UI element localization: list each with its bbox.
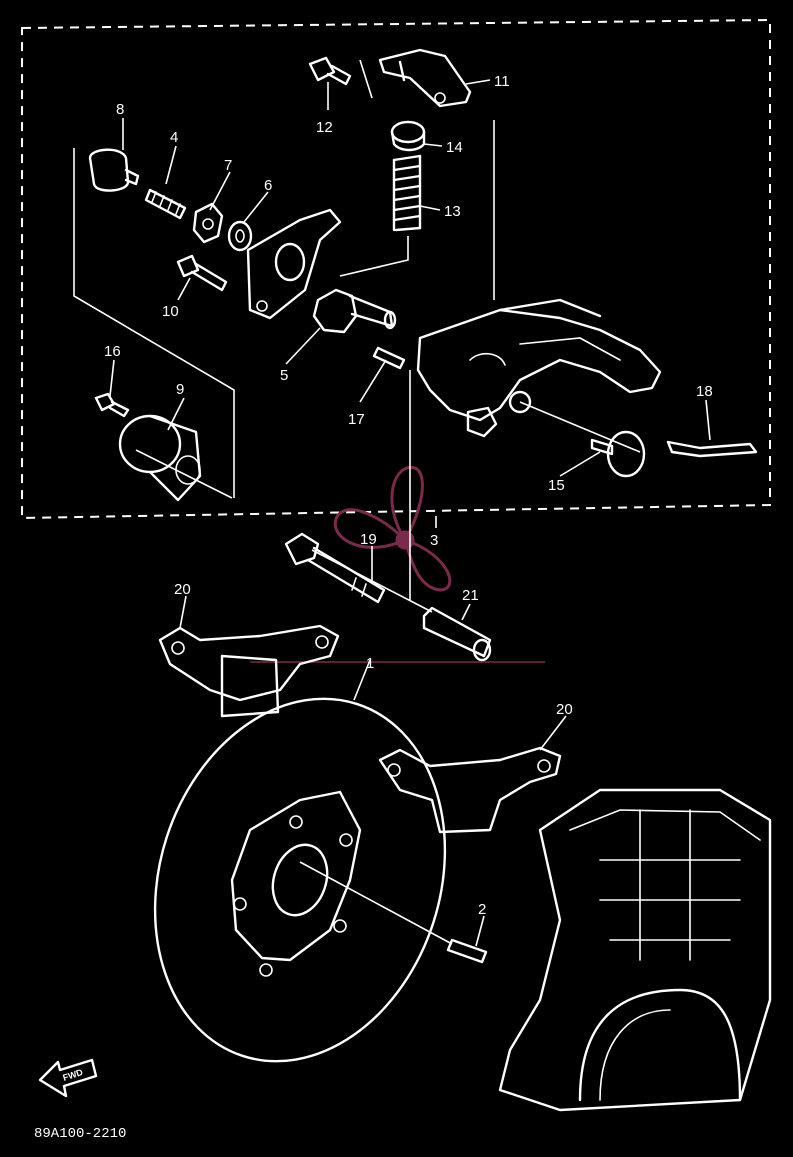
part-12-screw	[308, 56, 352, 86]
part-1-brake-disc	[153, 697, 447, 1063]
part-6-washer	[227, 220, 253, 252]
part-labels: 1 2 3 4 5 6 7 8 9 10 11 12 13 14 15 16 1…	[104, 73, 713, 918]
label-part-6: 6	[264, 177, 272, 194]
part-11-bracket	[378, 48, 472, 108]
label-part-16: 16	[104, 343, 121, 360]
label-part-18: 18	[696, 383, 713, 400]
figure-code: 89A100-2210	[34, 1126, 126, 1142]
label-part-4: 4	[170, 129, 178, 146]
part-18-spring-clip	[666, 440, 758, 458]
part-9-boot	[118, 414, 202, 502]
part-10-bolt	[176, 254, 228, 292]
label-part-13: 13	[444, 203, 461, 220]
part-21-sleeve	[422, 606, 492, 662]
part-16-bolt	[94, 392, 130, 418]
label-part-15: 15	[548, 477, 565, 494]
part-5-cam-shaft	[312, 288, 397, 334]
label-part-20-upper: 20	[174, 581, 191, 598]
wheel-hub-frame	[498, 788, 772, 1112]
part-8-adjuster-knob	[88, 148, 140, 192]
label-part-10: 10	[162, 303, 179, 320]
part-4-threaded-rod	[144, 188, 187, 220]
part-14-spring-seat	[390, 120, 426, 152]
leader-lines	[73, 59, 711, 947]
label-part-17: 17	[348, 411, 365, 428]
watermark-logo	[250, 465, 545, 663]
label-part-3: 3	[430, 532, 438, 549]
label-part-5: 5	[280, 367, 288, 384]
part-2-pin	[446, 938, 488, 964]
part-17-pin	[372, 346, 406, 370]
label-part-12: 12	[316, 119, 333, 136]
label-part-14: 14	[446, 139, 463, 156]
label-part-1: 1	[366, 655, 374, 672]
label-part-7: 7	[224, 157, 232, 174]
label-part-11: 11	[494, 73, 510, 90]
label-part-20-lower: 20	[556, 701, 573, 718]
part-7-nut	[192, 202, 224, 244]
label-part-19: 19	[360, 531, 377, 548]
label-part-21: 21	[462, 587, 479, 604]
part-20-brake-pad-lower	[378, 746, 562, 834]
forward-arrow-icon: FWD	[38, 1058, 98, 1098]
adjuster-bracket	[246, 208, 342, 320]
assembly-boundary	[21, 18, 771, 520]
label-part-8: 8	[116, 101, 124, 118]
part-13-spring	[392, 154, 422, 232]
part-20-brake-pad-upper	[158, 624, 340, 718]
label-part-9: 9	[176, 381, 184, 398]
caliper-body	[416, 298, 662, 438]
label-part-2: 2	[478, 901, 486, 918]
part-15-piston	[590, 430, 646, 478]
